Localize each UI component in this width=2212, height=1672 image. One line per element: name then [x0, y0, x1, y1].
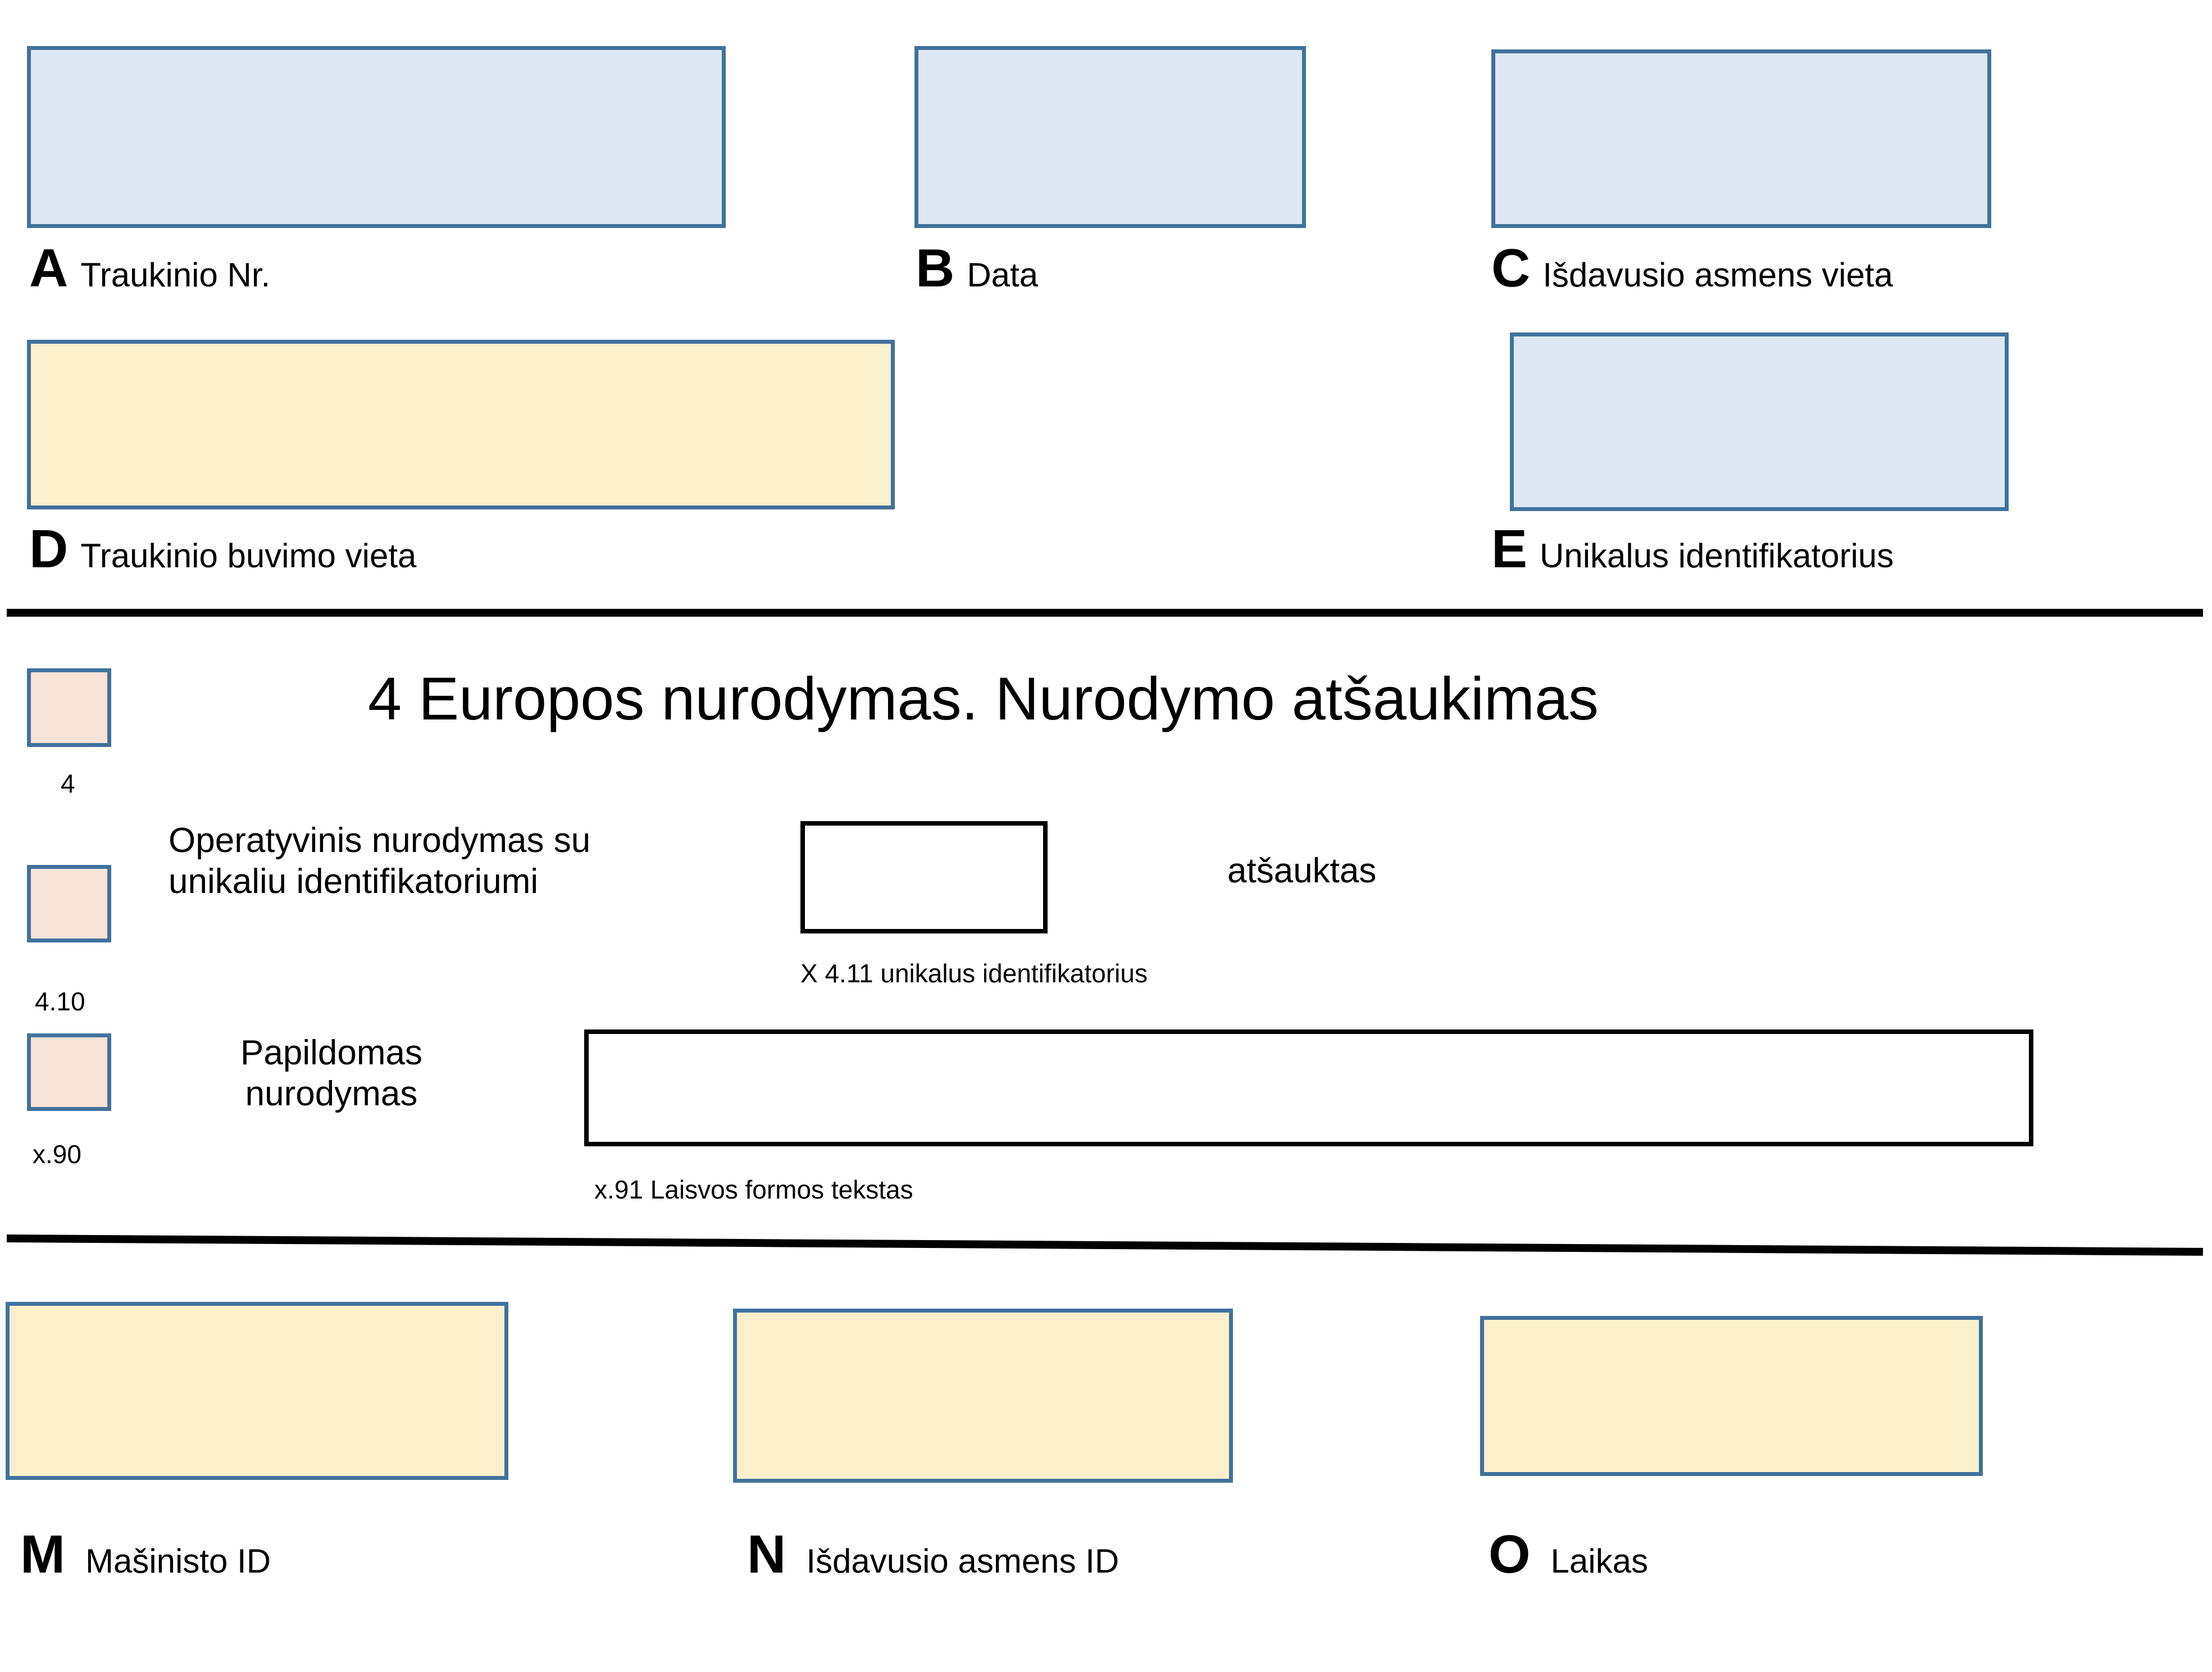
marker-box-x90[interactable]: [27, 1033, 111, 1111]
marker-label-4: 4: [61, 769, 75, 798]
caption-e: E Unikalus identifikatorius: [1491, 522, 1894, 576]
caption-a: A Traukinio Nr.: [29, 242, 270, 295]
field-label-e: Unikalus identifikatorius: [1540, 537, 1894, 575]
field-label-m: Mašinisto ID: [85, 1542, 271, 1580]
field-caption-411: X 4.11 unikalus identifikatorius: [800, 959, 1148, 988]
field-letter-d: D: [29, 519, 69, 579]
field-box-c[interactable]: [1491, 49, 1991, 228]
free-text-input[interactable]: [584, 1029, 2033, 1146]
field-label-o: Laikas: [1550, 1542, 1649, 1580]
row-label-x90-line1: Papildomas: [240, 1033, 422, 1072]
row-label-410: Operatyvinis nurodymas su unikaliu ident…: [169, 820, 786, 902]
field-letter-e: E: [1491, 519, 1528, 579]
caption-o: O Laikas: [1489, 1528, 1648, 1582]
marker-label-x90: x.90: [33, 1140, 81, 1169]
row-label-x90: Papildomas nurodymas: [185, 1032, 477, 1114]
caption-c: C Išdavusio asmens vieta: [1491, 242, 1893, 295]
field-box-o[interactable]: [1480, 1316, 1983, 1476]
field-label-d: Traukinio buvimo vieta: [80, 537, 417, 575]
marker-label-410: 4.10: [35, 987, 85, 1016]
caption-m: M Mašinisto ID: [20, 1528, 271, 1582]
field-letter-n: N: [747, 1524, 786, 1584]
field-letter-b: B: [916, 238, 955, 298]
field-letter-m: M: [20, 1524, 65, 1584]
field-letter-o: O: [1489, 1524, 1531, 1584]
field-box-a[interactable]: [27, 46, 726, 228]
field-label-a: Traukinio Nr.: [80, 256, 271, 294]
unique-identifier-input[interactable]: [800, 821, 1048, 933]
section-divider-top: [7, 609, 2203, 617]
section-divider-bottom: [6, 1234, 2203, 1256]
field-box-b[interactable]: [914, 46, 1306, 228]
field-letter-c: C: [1491, 238, 1531, 298]
field-box-d[interactable]: [27, 340, 895, 509]
field-caption-x91: x.91 Laisvos formos tekstas: [594, 1175, 913, 1204]
marker-box-410[interactable]: [27, 865, 111, 942]
field-box-m[interactable]: [6, 1302, 508, 1480]
page-title: 4 Europos nurodymas. Nurodymo atšaukimas: [368, 664, 1599, 732]
field-box-n[interactable]: [733, 1309, 1233, 1483]
field-label-b: Data: [967, 256, 1039, 294]
cancelled-status-text: atšauktas: [1227, 851, 1377, 890]
field-letter-a: A: [29, 238, 69, 298]
row-label-410-line1: Operatyvinis nurodymas su: [169, 821, 591, 860]
caption-n: N Išdavusio asmens ID: [747, 1528, 1119, 1582]
field-label-c: Išdavusio asmens vieta: [1542, 256, 1893, 294]
field-box-e[interactable]: [1510, 332, 2009, 511]
caption-d: D Traukinio buvimo vieta: [29, 522, 416, 576]
caption-b: B Data: [916, 242, 1038, 295]
row-label-410-line2: unikaliu identifikatoriumi: [169, 862, 539, 901]
row-label-x90-line2: nurodymas: [245, 1074, 418, 1114]
field-label-n: Išdavusio asmens ID: [806, 1542, 1119, 1580]
marker-box-4[interactable]: [27, 668, 111, 747]
